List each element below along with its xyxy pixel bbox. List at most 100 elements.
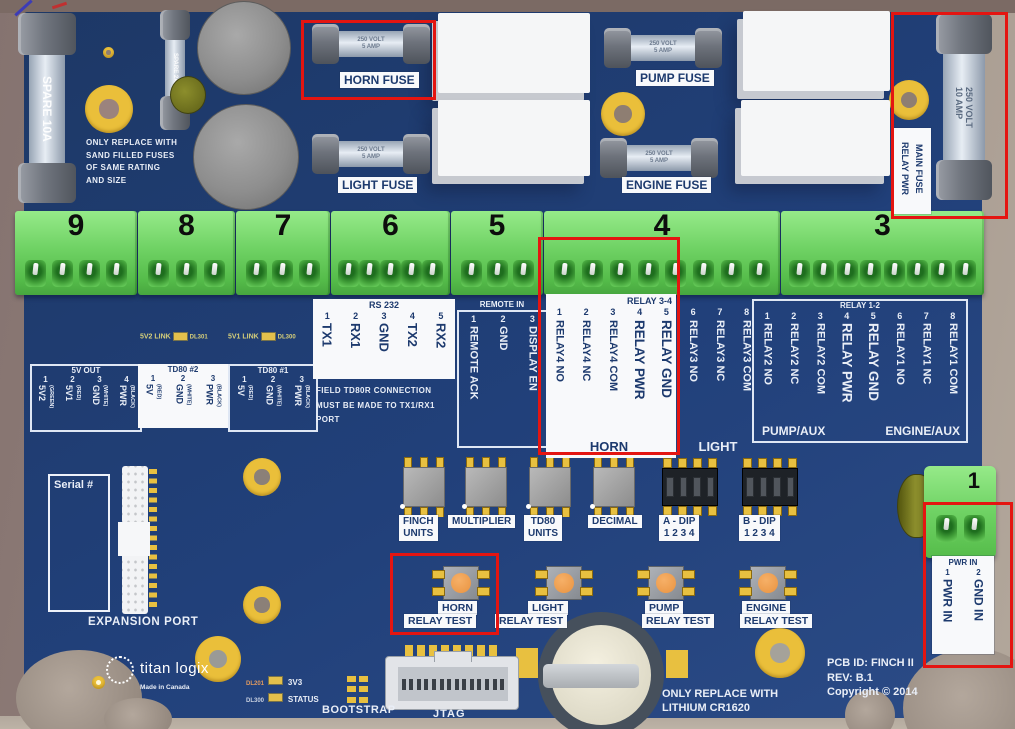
remote-in-header: REMOTE IN bbox=[479, 300, 525, 309]
mounting-hole bbox=[195, 636, 241, 682]
fuse-cap bbox=[403, 134, 430, 174]
mounting-hole bbox=[243, 586, 281, 624]
annotation-horn-fuse bbox=[301, 20, 436, 100]
expansion-port-key bbox=[118, 522, 150, 556]
rotary-switch-body bbox=[526, 467, 571, 509]
fuse-cap bbox=[691, 138, 718, 178]
horn-relay-test-label1: HORN bbox=[438, 601, 477, 615]
fuse-glass: 250 VOLT 5 AMP bbox=[339, 31, 403, 57]
mounting-hole bbox=[243, 458, 281, 496]
jtag-label: JTAG bbox=[433, 708, 466, 720]
bootstrap-pads bbox=[347, 676, 371, 704]
fuse-cap bbox=[936, 160, 992, 200]
pcb-rev: REV: B.1 bbox=[827, 671, 873, 684]
status-led-row: DL300 STATUS bbox=[246, 689, 319, 707]
fuse-cap bbox=[600, 138, 627, 178]
relay34-group-horn: HORN bbox=[589, 439, 629, 454]
light-relay-test-button bbox=[535, 566, 593, 600]
mounting-hole bbox=[755, 628, 805, 678]
section-header: 5V OUT bbox=[71, 366, 101, 375]
fuse-glass: 250 VOLT 5 AMP bbox=[627, 145, 691, 171]
section-header: RS 232 bbox=[368, 300, 400, 310]
section-header: TD80 #1 bbox=[257, 366, 289, 375]
terminal-number: 1 bbox=[967, 468, 980, 493]
section-header: PWR IN bbox=[948, 558, 978, 567]
capacitor-large bbox=[197, 1, 291, 95]
5v1-link-led: 5V1 LINK DL300 bbox=[228, 332, 296, 341]
terminal-number: 8 bbox=[178, 209, 195, 242]
battery-pad bbox=[516, 648, 538, 678]
serial-label: Serial # bbox=[54, 479, 94, 491]
a-dip-switch bbox=[660, 458, 720, 516]
td80-units-switch bbox=[526, 457, 574, 517]
relay-component bbox=[741, 100, 890, 176]
finch-units-switch bbox=[400, 457, 448, 517]
spare-fuse-2a-label: SPARE 2A bbox=[172, 53, 178, 83]
b-dip-switch bbox=[740, 458, 800, 516]
pcb-id-block: PCB ID: FINCH II REV: B.1 Copyright © 20… bbox=[827, 656, 918, 700]
light-relay-test-label1: LIGHT bbox=[528, 601, 568, 615]
battery-pad bbox=[666, 650, 688, 678]
engine-relay-test-button bbox=[739, 566, 797, 600]
terminal-number: 5 bbox=[488, 209, 506, 242]
horn-relay-test-label2: RELAY TEST bbox=[404, 614, 477, 628]
pcb-id: PCB ID: FINCH II bbox=[827, 657, 914, 669]
status-led bbox=[92, 676, 105, 689]
led-label: 3V3 bbox=[287, 678, 303, 687]
mounting-hole bbox=[85, 85, 133, 133]
fuse-glass: 250 VOLT 10 AMP bbox=[943, 54, 985, 160]
pump-relay-test-button bbox=[637, 566, 695, 600]
engine-relay-test-label2: RELAY TEST bbox=[740, 614, 813, 628]
pump-relay-test-label1: PUMP bbox=[645, 601, 684, 615]
terminal-block-9: 9 bbox=[15, 209, 137, 295]
section-header: RELAY 3-4 bbox=[626, 296, 672, 306]
fuse-cap bbox=[18, 163, 76, 203]
terminal-block-7: 7 bbox=[236, 209, 330, 295]
terminal-block-5: 5 bbox=[451, 209, 543, 295]
annotation-horn-relay-test bbox=[390, 553, 499, 635]
terminal-block-8: 8 bbox=[138, 209, 235, 295]
light-fuse-label: LIGHT FUSE bbox=[338, 177, 418, 193]
led bbox=[268, 693, 284, 703]
fuse-rating: 250 VOLT bbox=[357, 37, 385, 43]
relay34-white-panel bbox=[546, 294, 676, 458]
led bbox=[172, 332, 188, 341]
led-label: 5V1 LINK bbox=[228, 333, 259, 341]
relay34-group-light: LIGHT bbox=[698, 439, 738, 454]
relay-pwr-main-fuse-label: RELAY PWR MAIN FUSE bbox=[893, 128, 931, 214]
expansion-port-pins bbox=[149, 469, 157, 611]
capacitor-small bbox=[170, 76, 206, 114]
rotary-switch-body bbox=[462, 467, 507, 509]
board-cutout bbox=[104, 698, 172, 729]
fuse-rating: 5 AMP bbox=[653, 48, 673, 54]
dip-switch-body bbox=[742, 468, 798, 506]
annotation-relay-pwr-main-fuse bbox=[891, 12, 1008, 219]
light-fuse: 250 VOLT 5 AMP bbox=[312, 134, 430, 174]
fuse-rating: 250 VOLT bbox=[649, 41, 677, 47]
relay-component bbox=[438, 13, 590, 93]
rotary-switch-body bbox=[590, 467, 635, 509]
board-cutout bbox=[845, 690, 895, 729]
pump-fuse-label: PUMP FUSE bbox=[636, 70, 714, 86]
fuse-warning-text: ONLY REPLACE WITH SAND FILLED FUSES OF S… bbox=[86, 138, 178, 185]
terminal-number: 6 bbox=[382, 209, 399, 242]
jtag-connector bbox=[385, 651, 519, 710]
fuse-rating: 5 AMP bbox=[361, 154, 381, 160]
relay-component bbox=[743, 11, 890, 91]
led bbox=[260, 332, 276, 341]
titan-logix-logo-text: titan logix bbox=[140, 660, 209, 677]
multiplier-label: MULTIPLIER bbox=[448, 515, 516, 528]
led-label: STATUS bbox=[287, 695, 319, 704]
led-designator: DL301 bbox=[189, 334, 208, 341]
fuse-glass: SPARE 10A bbox=[29, 55, 65, 163]
jtag-pads bbox=[405, 645, 499, 656]
fuse-rating: 5 AMP bbox=[649, 158, 669, 164]
terminal-number: 4 bbox=[653, 209, 671, 242]
